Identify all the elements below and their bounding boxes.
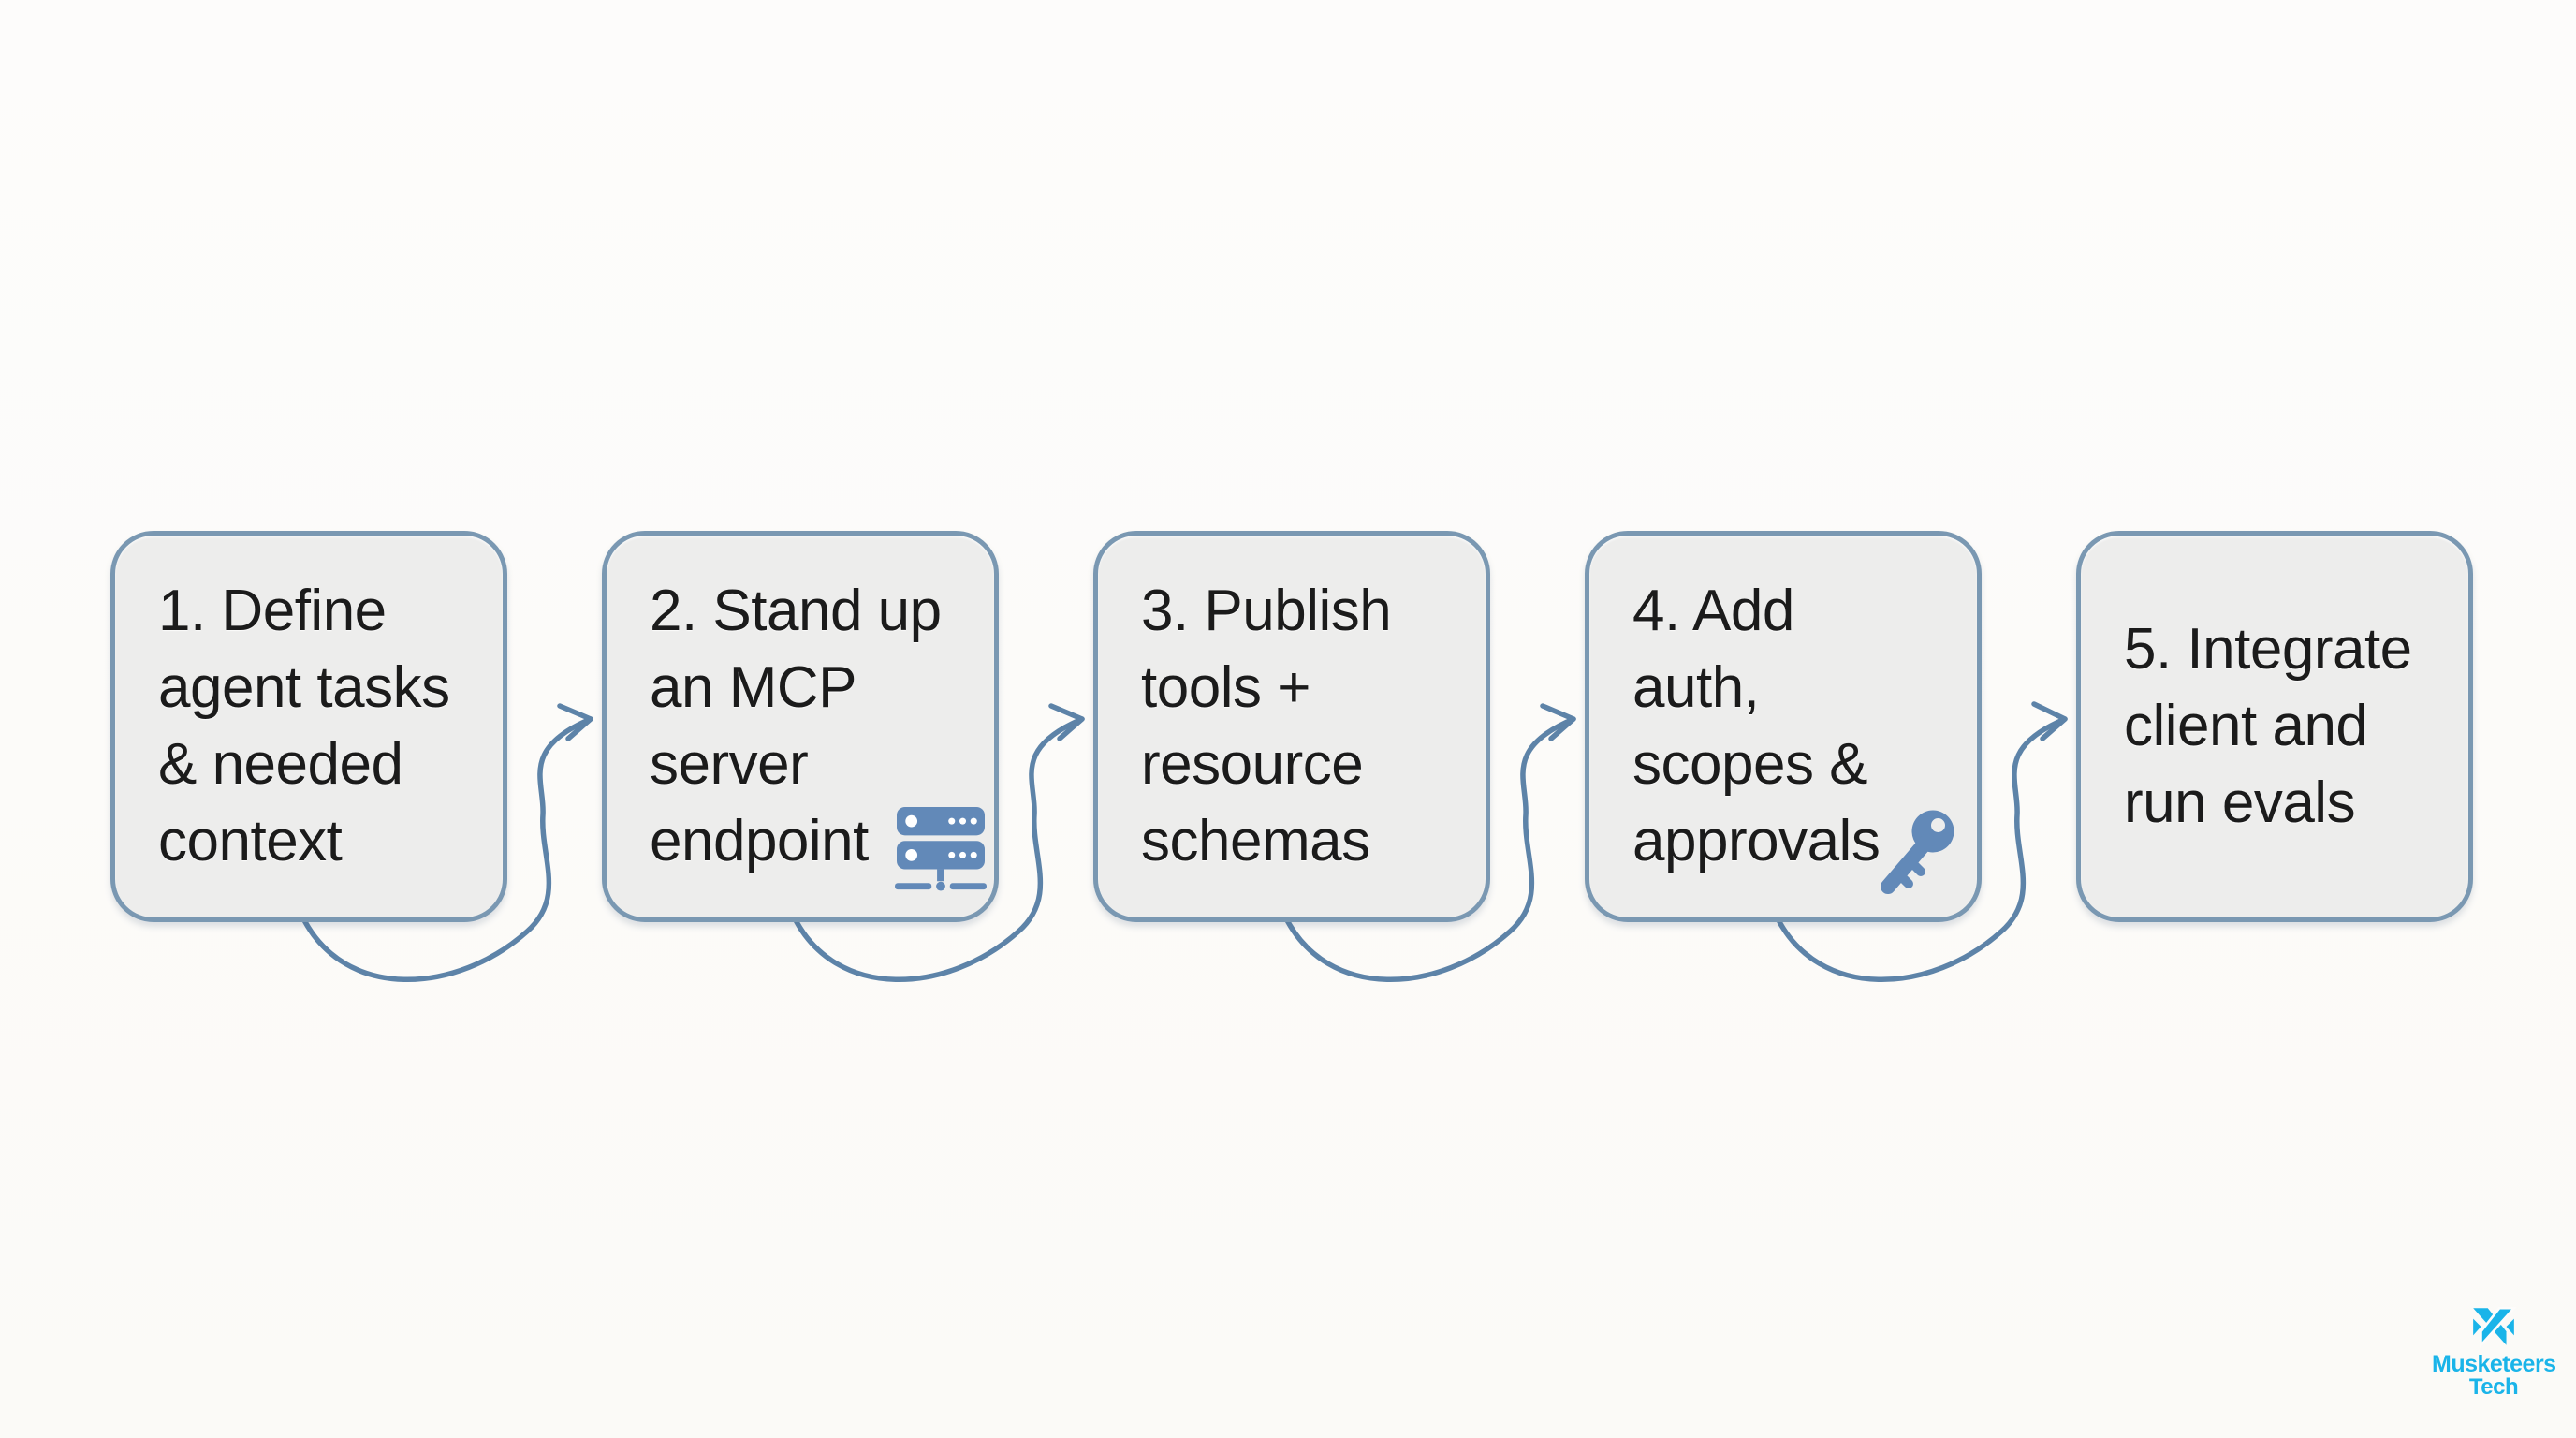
step-box-4: 4. Add auth, scopes & approvals (1585, 531, 1982, 922)
musketeers-tech-logo: Musketeers Tech (2432, 1307, 2556, 1400)
server-icon (895, 806, 987, 891)
step-box-1: 1. Define agent tasks & needed context (110, 531, 507, 922)
step-box-5: 5. Integrate client and run evals (2076, 531, 2473, 922)
key-icon (1881, 810, 1954, 894)
step-box-2: 2. Stand up an MCP server endpoint (602, 531, 999, 922)
step-5-label: 5. Integrate client and run evals (2124, 617, 2412, 835)
logo-m-icon (2473, 1307, 2517, 1348)
step-3-label: 3. Publish tools + resource schemas (1141, 579, 1392, 873)
step-1-label: 1. Define agent tasks & needed context (158, 579, 450, 873)
step-2-label: 2. Stand up an MCP server endpoint (650, 579, 942, 873)
logo-name-text: Musketeers (2432, 1351, 2556, 1377)
step-4-label: 4. Add auth, scopes & approvals (1632, 579, 1881, 873)
logo-sub-text: Tech (2468, 1374, 2519, 1400)
step-box-3: 3. Publish tools + resource schemas (1093, 531, 1490, 922)
